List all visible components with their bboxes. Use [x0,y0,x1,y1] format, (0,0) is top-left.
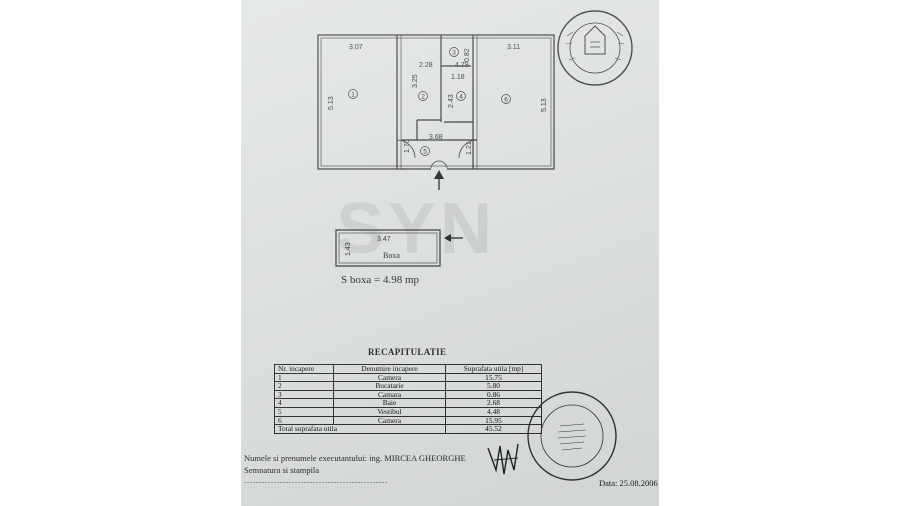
watermark: SYN [336,189,497,269]
dim-r6-side: 5.13 [541,98,548,112]
table-row: 1 Camera 15.75 [274,372,542,383]
table-total-row: Total suprafata utila 45.52 [274,424,542,434]
dim-r2-top: 2.28 [419,62,433,69]
dim-r1-top: 3.07 [349,44,363,51]
header-cell: Denumire incapere [333,364,446,374]
room-number-5: 5 [423,149,427,156]
room-number-1: 1 [351,92,355,99]
document-date: Data: 25.08.2006 [599,478,658,488]
dim-r3-side: 0.82 [464,48,471,62]
signature [487,443,519,475]
table-row: 2 Bucatarie 5.80 [274,381,542,391]
header-cell: Suprafata utila [mp] [445,364,542,374]
boxa-label: Boxa [383,251,400,260]
dim-r4-side: 2.43 [448,94,455,108]
room-number-3: 3 [452,50,456,57]
table-row: 6 Camera 15.95 [274,415,542,426]
boxa-width: 3.47 [377,236,391,243]
boxa-height: 1.43 [345,242,352,256]
signature-label: Semnatura si stampila [244,465,320,475]
row-nr: 2 [274,381,334,391]
document-sheet: 3.07 5.13 2.28 3.25 0.82 4.79 1.18 2.43 … [241,0,659,506]
dim-hall-left: 1.70 [404,139,411,153]
table-header-row: Nr. incapere Denumire incapere Suprafata… [274,364,542,374]
header-cell: Nr. incapere [274,364,334,374]
total-value: 45.52 [445,424,542,434]
room-number-2: 2 [421,94,425,101]
dim-r6-top: 3.11 [507,44,520,51]
recap-table: Nr. incapere Denumire incapere Suprafata… [274,364,542,434]
agency-stamp [557,10,633,86]
table-row: 3 Camara 0.86 [274,389,542,400]
row-name: Bucatarie [333,381,446,391]
dim-hall: 3.68 [429,134,443,141]
room-number-6: 6 [504,97,508,104]
row-nr: 5 [274,406,334,417]
dim-r1-side: 5.13 [328,96,335,110]
floor-plan: 3.07 5.13 2.28 3.25 0.82 4.79 1.18 2.43 … [317,34,555,190]
boxa-area: S boxa = 4.98 mp [341,274,420,286]
executant-name: Numele si prenumele executantului: ing. … [244,453,466,463]
row-nr: 3 [274,389,334,400]
row-name: Camera [333,415,446,426]
table-row: 4 Baie 2.68 [274,398,542,408]
room-number-4: 4 [459,94,463,101]
dim-r3-b: 4.79 [455,62,469,69]
dim-r4-top: 1.18 [451,74,465,81]
row-nr: 1 [274,372,334,383]
signature-line: ........................................… [244,476,388,485]
total-label: Total suprafata utila [274,424,446,434]
boxa-plan: 3.47 1.43 Boxa [335,229,463,267]
certification-stamp [527,391,617,481]
dim-r2-side: 3.25 [412,74,419,88]
recap-title: RECAPITULATIE [368,347,447,357]
table-row: 5 Vestibul 4.48 [274,406,542,417]
row-nr: 4 [274,398,334,408]
dim-hall-right: 1.21 [466,141,473,155]
row-name: Vestibul [333,406,446,417]
